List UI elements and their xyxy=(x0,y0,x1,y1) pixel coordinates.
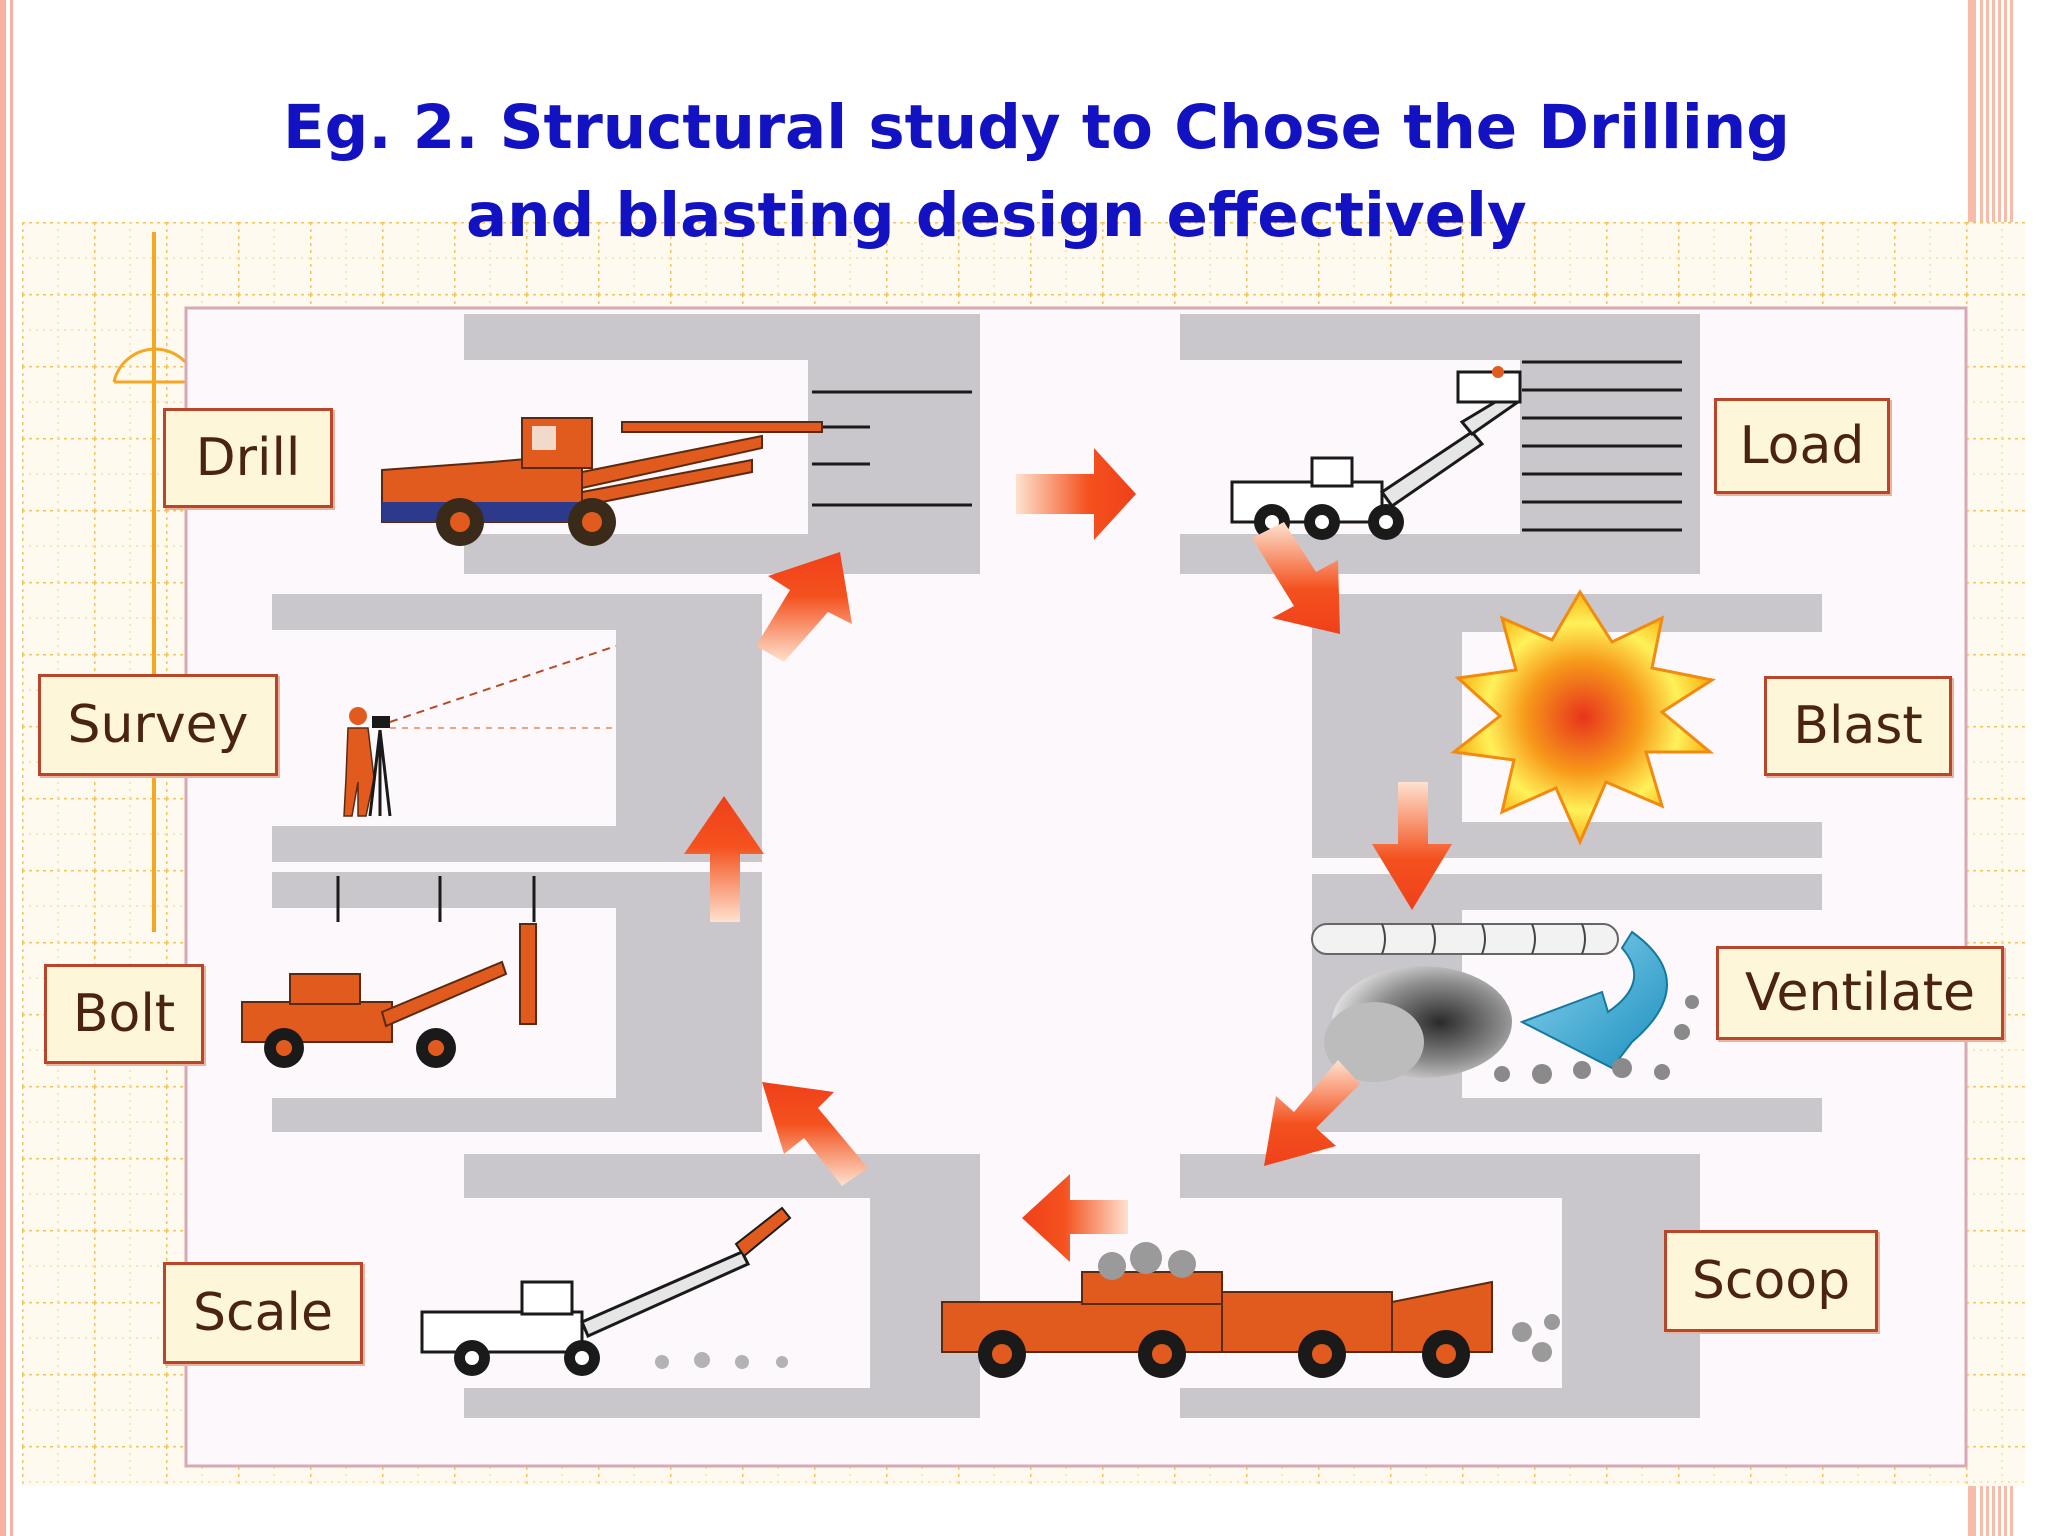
arrow-drill-to-load xyxy=(1016,448,1136,540)
slide-title-line-1: Eg. 2. Structural study to Chose the Dri… xyxy=(283,92,1790,163)
arrow-load-to-blast xyxy=(1252,522,1340,634)
blast-tunnel xyxy=(1312,594,1822,858)
drill-rig-illustration xyxy=(381,417,823,546)
tunnels xyxy=(272,314,1822,1418)
survey-tunnel xyxy=(272,594,762,862)
step-label-blast: Blast xyxy=(1764,676,1952,776)
scooptram-illustration xyxy=(941,1242,1560,1378)
charging-rig-illustration xyxy=(1230,366,1522,540)
surveyor-illustration xyxy=(343,645,617,817)
cycle-arrows xyxy=(684,448,1452,1262)
step-label-bolt: Bolt xyxy=(44,964,204,1064)
scoop-tunnel xyxy=(1180,1154,1700,1418)
bolt-tunnel xyxy=(272,872,762,1132)
scale-tunnel xyxy=(464,1154,980,1418)
loaded-holes xyxy=(1522,360,1682,532)
step-label-load: Load xyxy=(1714,398,1890,494)
slide-title-line-2: and blasting design effectively xyxy=(466,180,1527,251)
step-label-ventilate: Ventilate xyxy=(1716,946,2004,1040)
step-label-scale: Scale xyxy=(163,1262,363,1364)
ventilation-illustration xyxy=(1311,923,1699,1084)
rock-bolter-illustration xyxy=(241,876,537,1068)
arrow-scoop-to-scale xyxy=(1022,1174,1128,1262)
arrow-scale-to-bolt xyxy=(762,1082,868,1186)
step-label-drill: Drill xyxy=(163,408,333,508)
arrow-bolt-to-survey xyxy=(684,796,764,922)
explosion-illustration xyxy=(1450,589,1716,846)
step-label-survey: Survey xyxy=(38,674,278,776)
arrow-survey-to-drill xyxy=(756,552,852,662)
scaler-illustration xyxy=(420,1206,792,1376)
arrow-blast-to-ventilate xyxy=(1372,782,1452,910)
vent-duct xyxy=(1311,923,1619,955)
step-label-scoop: Scoop xyxy=(1664,1230,1878,1332)
slide-left-border xyxy=(0,0,13,1536)
load-tunnel xyxy=(1180,314,1700,574)
drill-tunnel xyxy=(464,314,980,574)
arrow-ventilate-to-scoop xyxy=(1264,1060,1360,1166)
